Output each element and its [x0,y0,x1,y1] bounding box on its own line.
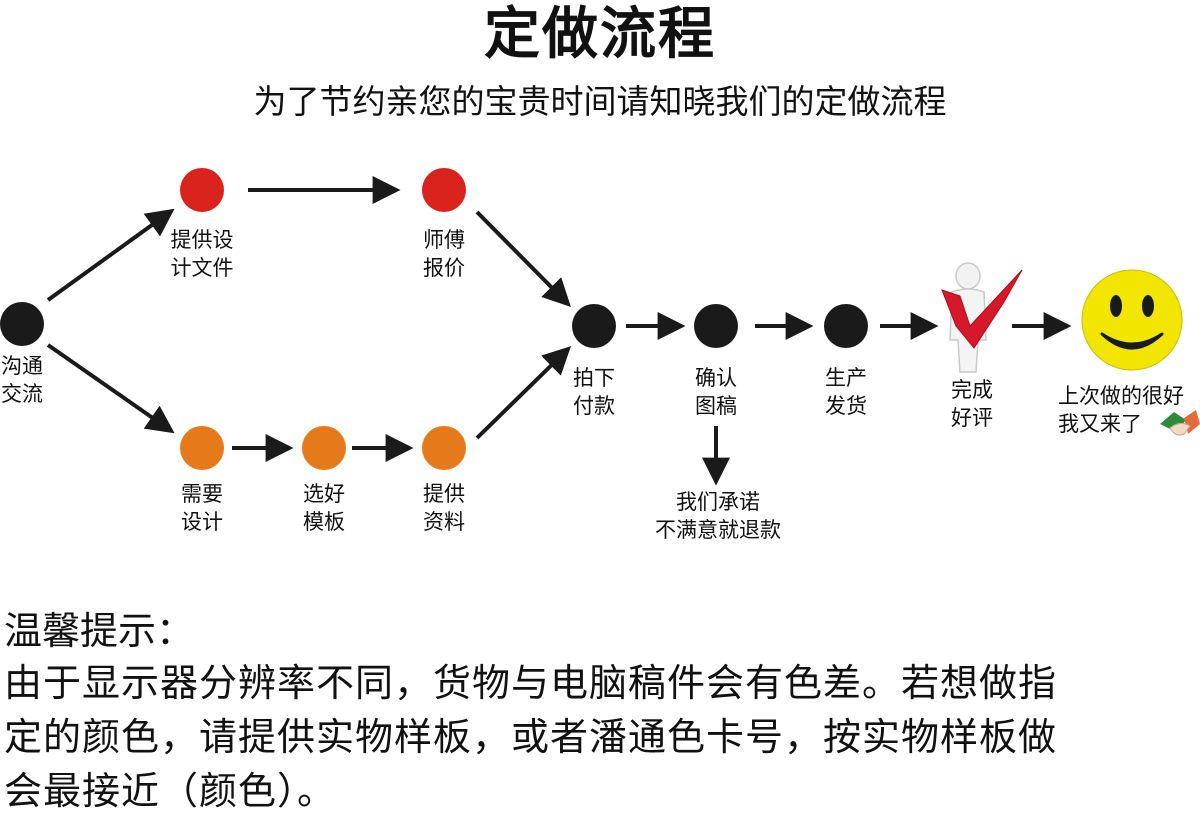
label-master-quote: 师傅 报价 [423,228,465,280]
flow-diagram [0,168,1200,486]
tips-line: 定的颜色，请提供实物样板，或者潘通色卡号，按实物样板做 [4,715,1058,759]
thumbs-up-person-icon [941,262,1023,373]
arrow-quote-to-order [475,210,571,307]
node-choose-template [302,426,346,470]
tips-line: 由于显示器分辨率不同，货物与电脑稿件会有色差。若想做指 [4,661,1058,705]
handshake-icon [1160,410,1200,436]
page-title: 定做流程 [484,2,716,67]
node-produce-ship [824,304,868,348]
label-produce-ship: 生产 发货 [825,366,867,418]
node-confirm-draft [694,304,738,348]
node-master-quote [422,168,466,212]
node-provide-design [180,168,224,212]
node-place-order [572,304,616,348]
label-place-order: 拍下 付款 [573,366,615,418]
arrow-communicate-to-design [46,208,175,302]
tips-line: 会最接近（颜色）。 [4,769,337,813]
label-provide-material: 提供 资料 [423,482,465,534]
tips-body: 由于显示器分辨率不同，货物与电脑稿件会有色差。若想做指 定的颜色，请提供实物样板… [4,656,1200,818]
node-communicate [0,302,44,346]
arrow-communicate-to-need [46,343,175,434]
arrow-material-to-order [475,346,572,440]
label-confirm-draft: 确认 图稿 [695,366,737,418]
node-provide-material [422,426,466,470]
label-communicate: 沟通 交流 [1,354,43,406]
label-choose-template: 选好 模板 [303,482,345,534]
smiley-face-icon [1081,269,1183,371]
label-provide-design: 提供设 计文件 [170,228,234,280]
label-review: 完成 好评 [951,378,993,430]
label-return-customer: 上次做的很好 我又来了 [1058,384,1184,436]
tips-heading: 温馨提示： [4,609,195,653]
label-need-design: 需要 设计 [181,482,223,534]
promise-text: 我们承诺 不满意就退款 [655,490,781,542]
page-subtitle: 为了节约亲您的宝贵时间请知晓我们的定做流程 [253,82,947,121]
node-need-design [180,426,224,470]
